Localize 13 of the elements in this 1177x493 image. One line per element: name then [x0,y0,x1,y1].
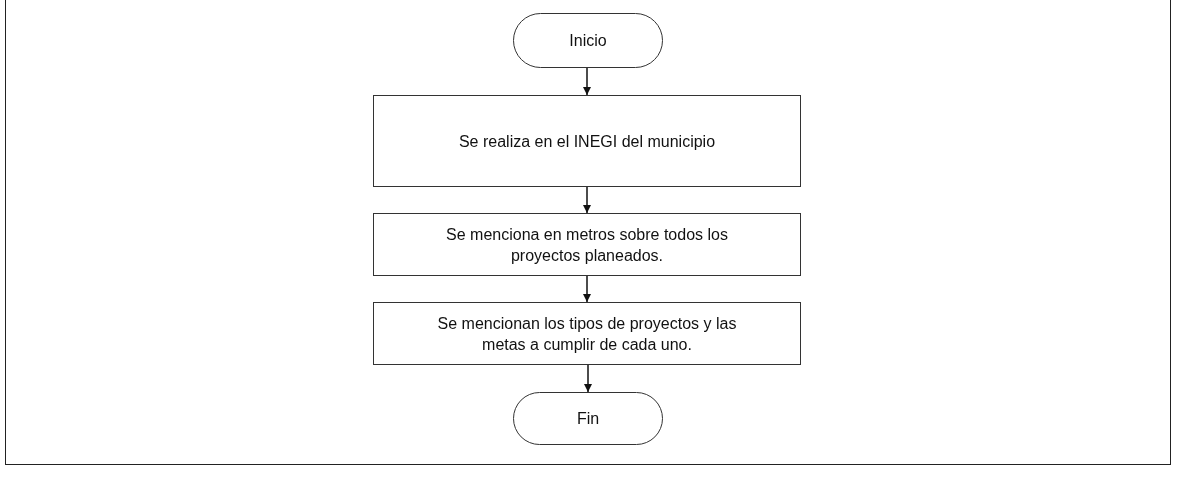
process-box [373,213,801,276]
node-text: Se mencionan los tipos de proyectos y las metas a cumplir de cada uno. [436,313,738,355]
terminal-shape [513,392,663,445]
arrow [583,67,591,96]
arrow [583,275,591,303]
arrow [583,186,591,214]
process-box [373,302,801,365]
node-text: Inicio [569,31,607,51]
arrow [584,364,592,393]
process-box [373,95,801,187]
node-text: Se realiza en el INEGI del municipio [458,131,716,152]
node-text: Fin [576,409,600,429]
node-text: Se menciona en metros sobre todos los proyectos planeados. [445,224,729,266]
